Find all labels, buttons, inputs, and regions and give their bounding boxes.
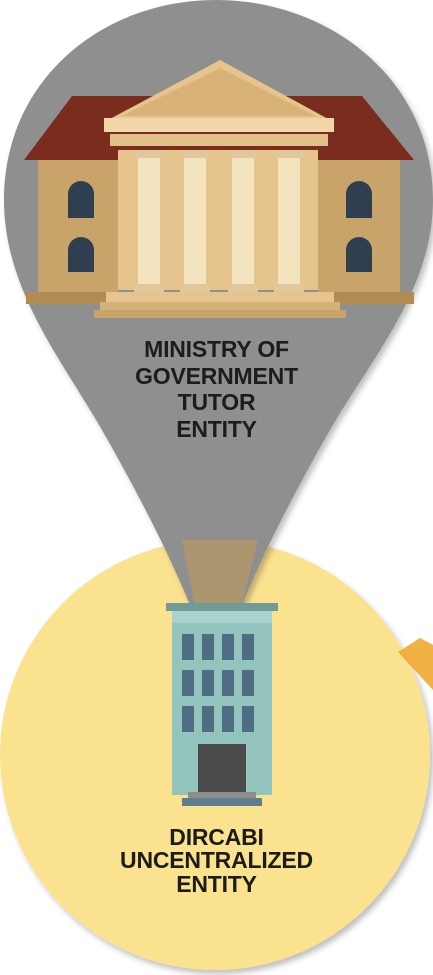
ministry-label-line: GOVERNMENT [135, 362, 298, 389]
ministry-label-line: ENTITY [176, 416, 257, 443]
dircabi-label-line: UNCENTRALIZED [120, 847, 313, 874]
arrow-hint-icon [398, 638, 433, 690]
ministry-label-line: MINISTRY OF [144, 336, 289, 362]
ministry-label-line: TUTOR [177, 389, 256, 416]
office-building-icon [166, 603, 278, 806]
ministry-label: MINISTRY OF GOVERNMENT TUTOR ENTITY [0, 336, 433, 443]
government-building-icon [24, 60, 414, 318]
dircabi-label: DIRCABI UNCENTRALIZED ENTITY [0, 824, 433, 897]
pin-stem [182, 540, 258, 610]
dircabi-label-line: DIRCABI [169, 824, 264, 850]
dircabi-label-line: ENTITY [176, 870, 257, 897]
